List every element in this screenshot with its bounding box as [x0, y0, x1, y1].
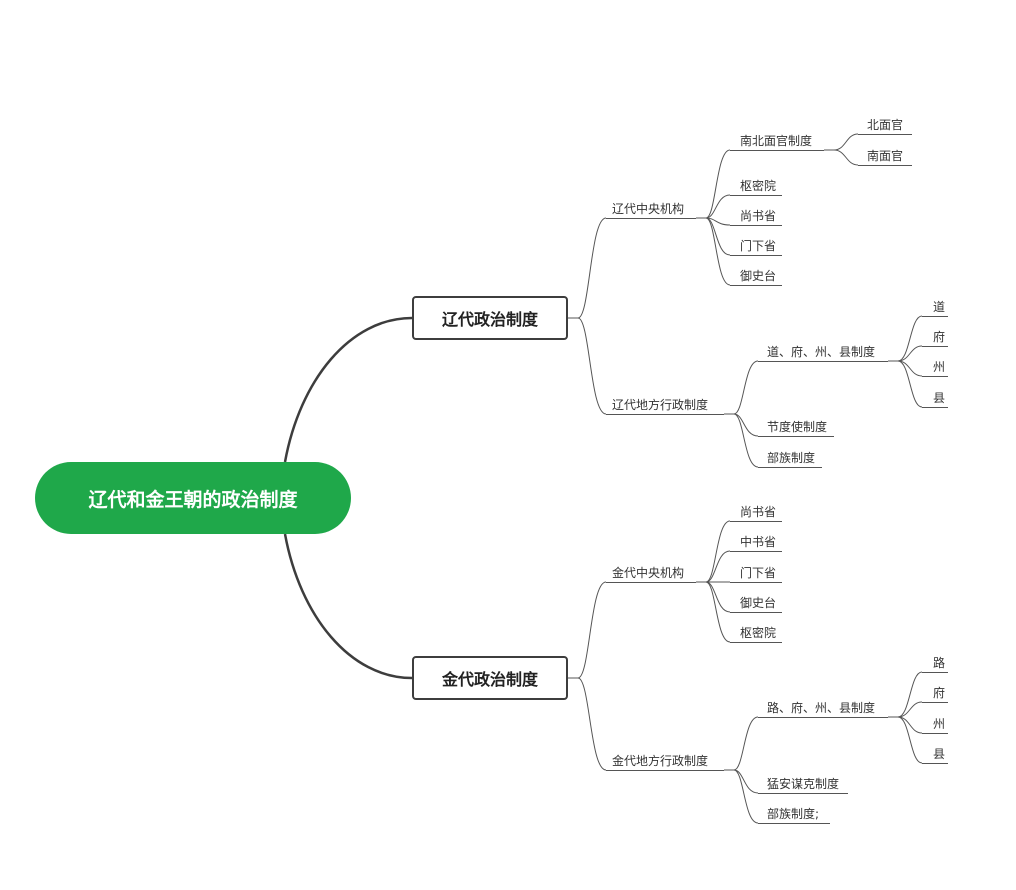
underline — [606, 582, 696, 583]
underline — [758, 467, 822, 468]
underline — [922, 346, 948, 347]
topic-liao-yushitai[interactable]: 御史台 — [740, 269, 777, 283]
underline — [922, 763, 948, 764]
topic-jin-shumiyuan[interactable]: 枢密院 — [740, 626, 777, 640]
topic-jin-central[interactable]: 金代中央机构 — [612, 566, 685, 580]
underline — [922, 733, 948, 734]
topic-jin-yushitai[interactable]: 御史台 — [740, 596, 777, 610]
topic-liao-zhou[interactable]: 州 — [933, 360, 946, 374]
topic-liao-dao[interactable]: 道 — [933, 300, 946, 314]
underline — [730, 551, 782, 552]
topic-liao-shangshusheng[interactable]: 尚书省 — [740, 209, 777, 223]
underline — [730, 150, 824, 151]
underline — [730, 642, 782, 643]
underline — [730, 225, 782, 226]
underline — [730, 285, 782, 286]
underline — [758, 793, 848, 794]
topic-jin-lu-fu-zhou-xian[interactable]: 路、府、州、县制度 — [767, 701, 876, 715]
topic-jin-xian[interactable]: 县 — [933, 747, 946, 761]
underline — [730, 255, 782, 256]
topic-liao-local[interactable]: 辽代地方行政制度 — [612, 398, 709, 412]
underline — [758, 717, 888, 718]
topic-jin-menxiasheng[interactable]: 门下省 — [740, 566, 777, 580]
topic-liao-dao-fu-zhou-xian[interactable]: 道、府、州、县制度 — [767, 345, 876, 359]
topic-liao-fu[interactable]: 府 — [933, 330, 946, 344]
underline — [922, 672, 948, 673]
topic-jin-mengan-mouke[interactable]: 猛安谋克制度 — [767, 777, 840, 791]
topic-liao-south-officials[interactable]: 南面官 — [867, 149, 904, 163]
topic-jin-lu[interactable]: 路 — [933, 656, 946, 670]
branch-liao-politics[interactable]: 辽代政治制度 — [412, 296, 568, 340]
underline — [922, 702, 948, 703]
topic-liao-beinan-officials[interactable]: 南北面官制度 — [740, 134, 813, 148]
underline — [922, 376, 948, 377]
underline — [730, 521, 782, 522]
topic-liao-xian[interactable]: 县 — [933, 391, 946, 405]
topic-jin-fu[interactable]: 府 — [933, 686, 946, 700]
topic-jin-local[interactable]: 金代地方行政制度 — [612, 754, 709, 768]
underline — [758, 823, 830, 824]
underline — [922, 407, 948, 408]
topic-jin-buzu[interactable]: 部族制度; — [767, 807, 820, 821]
underline — [922, 316, 948, 317]
underline — [758, 436, 834, 437]
underline — [858, 165, 912, 166]
underline — [606, 218, 696, 219]
branch-jin-politics[interactable]: 金代政治制度 — [412, 656, 568, 700]
topic-liao-menxiasheng[interactable]: 门下省 — [740, 239, 777, 253]
topic-jin-shangshusheng[interactable]: 尚书省 — [740, 505, 777, 519]
topic-liao-shumiyuan[interactable]: 枢密院 — [740, 179, 777, 193]
topic-liao-north-officials[interactable]: 北面官 — [867, 118, 904, 132]
underline — [606, 770, 724, 771]
underline — [730, 195, 782, 196]
underline — [758, 361, 888, 362]
root-topic[interactable]: 辽代和金王朝的政治制度 — [35, 462, 351, 534]
underline — [606, 414, 724, 415]
topic-jin-zhou[interactable]: 州 — [933, 717, 946, 731]
topic-liao-jiedushi[interactable]: 节度使制度 — [767, 420, 828, 434]
underline — [730, 612, 782, 613]
underline — [858, 134, 912, 135]
underline — [730, 582, 782, 583]
topic-liao-buzu[interactable]: 部族制度 — [767, 451, 816, 465]
topic-jin-zhongshusheng[interactable]: 中书省 — [740, 535, 777, 549]
topic-liao-central[interactable]: 辽代中央机构 — [612, 202, 685, 216]
